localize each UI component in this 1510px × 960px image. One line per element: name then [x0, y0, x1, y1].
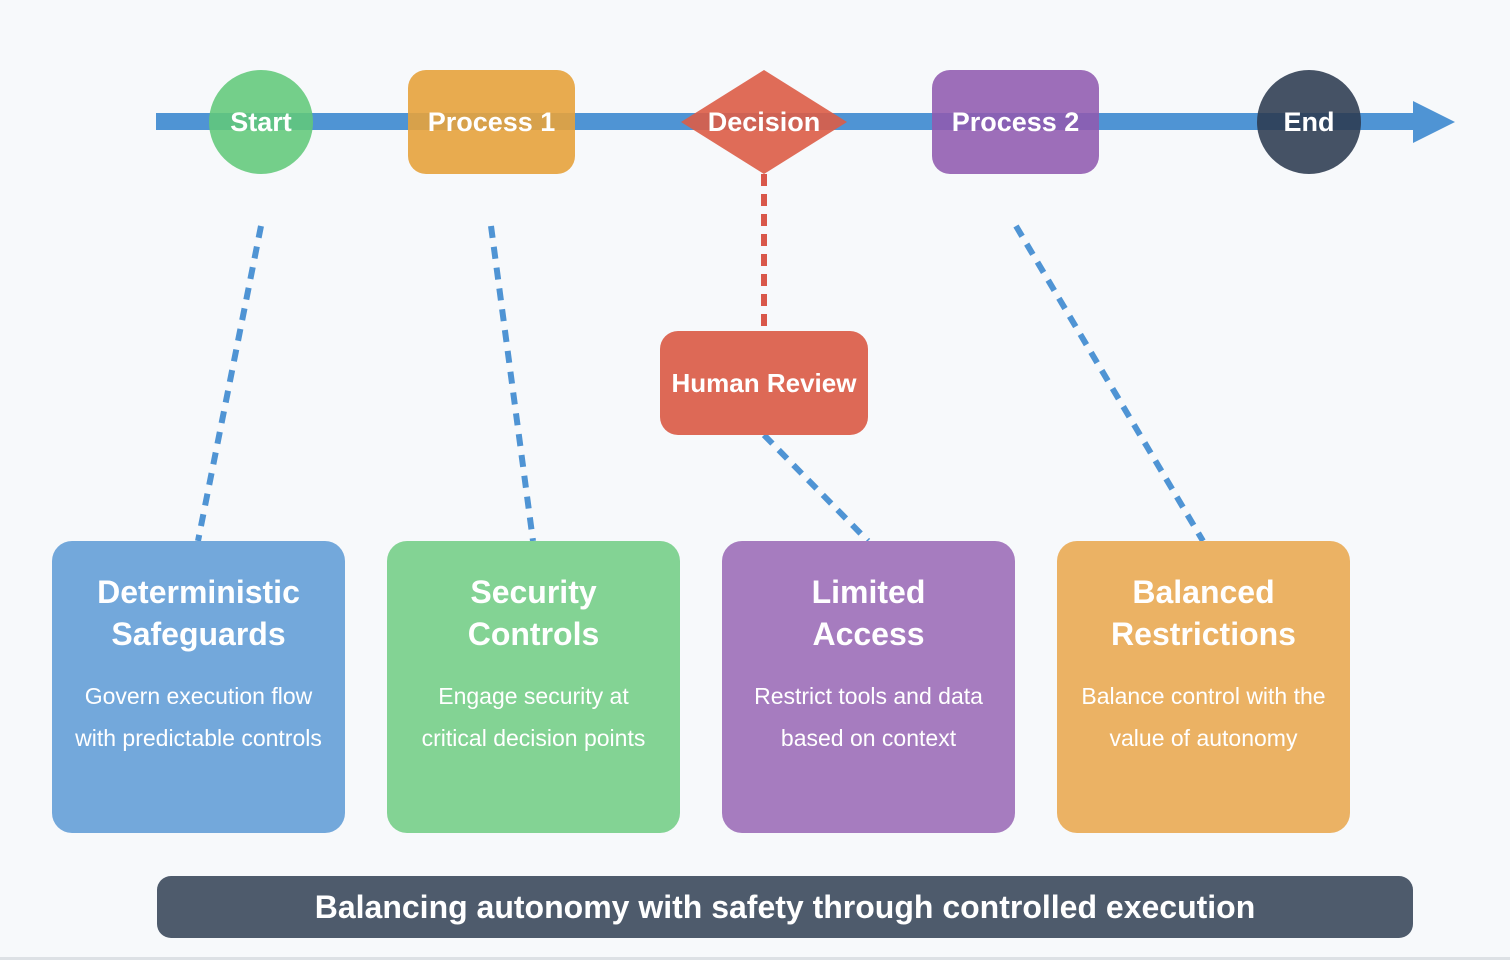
summary-banner-text: Balancing autonomy with safety through c…	[314, 888, 1256, 925]
card-title: Security Controls	[387, 571, 680, 655]
card-description: Engage security at critical decision poi…	[421, 683, 646, 751]
process-1-node-label: Process 1	[427, 106, 556, 137]
card-title: Balanced Restrictions	[1057, 571, 1350, 655]
end-node-label: End	[1283, 106, 1335, 137]
card-title-line2: Restrictions	[1111, 616, 1296, 652]
card-balanced-restrictions: Balanced Restrictions Balance control wi…	[1057, 541, 1350, 833]
decision-node-label: Decision	[707, 106, 821, 137]
card-title-line1: Deterministic	[97, 574, 300, 610]
human-review-label: Human Review	[671, 367, 857, 398]
process2-to-card-connector	[1013, 224, 1206, 543]
card-title: Limited Access	[722, 571, 1015, 655]
card-description: Restrict tools and data based on context	[754, 683, 983, 751]
process-2-node-label: Process 2	[951, 106, 1080, 137]
end-node: End	[1257, 70, 1361, 174]
card-title-line2: Controls	[467, 616, 600, 652]
card-title-line2: Safeguards	[111, 616, 286, 652]
process1-to-card-connector	[488, 225, 536, 542]
card-limited-access: Limited Access Restrict tools and data b…	[722, 541, 1015, 833]
summary-banner: Balancing autonomy with safety through c…	[157, 876, 1413, 938]
card-title-line1: Security	[470, 574, 597, 610]
start-node: Start	[209, 70, 313, 174]
flow-arrow-head	[1413, 101, 1455, 143]
human-review-node: Human Review	[660, 331, 868, 435]
review-to-card-connector	[761, 432, 871, 544]
card-title-line1: Balanced	[1132, 574, 1275, 610]
decision-node: Decision	[681, 70, 847, 174]
start-node-label: Start	[230, 106, 292, 137]
start-to-card-connector	[195, 225, 264, 542]
card-security-controls: Security Controls Engage security at cri…	[387, 541, 680, 833]
card-description: Balance control with the value of autono…	[1081, 683, 1326, 751]
bottom-divider	[0, 957, 1510, 960]
card-title-line1: Limited	[811, 574, 926, 610]
card-description: Govern execution flow with predictable c…	[75, 683, 322, 751]
process-1-node: Process 1	[408, 70, 575, 174]
card-title: Deterministic Safeguards	[52, 571, 345, 655]
card-deterministic-safeguards: Deterministic Safeguards Govern executio…	[52, 541, 345, 833]
process-2-node: Process 2	[932, 70, 1099, 174]
card-title-line2: Access	[812, 616, 925, 652]
